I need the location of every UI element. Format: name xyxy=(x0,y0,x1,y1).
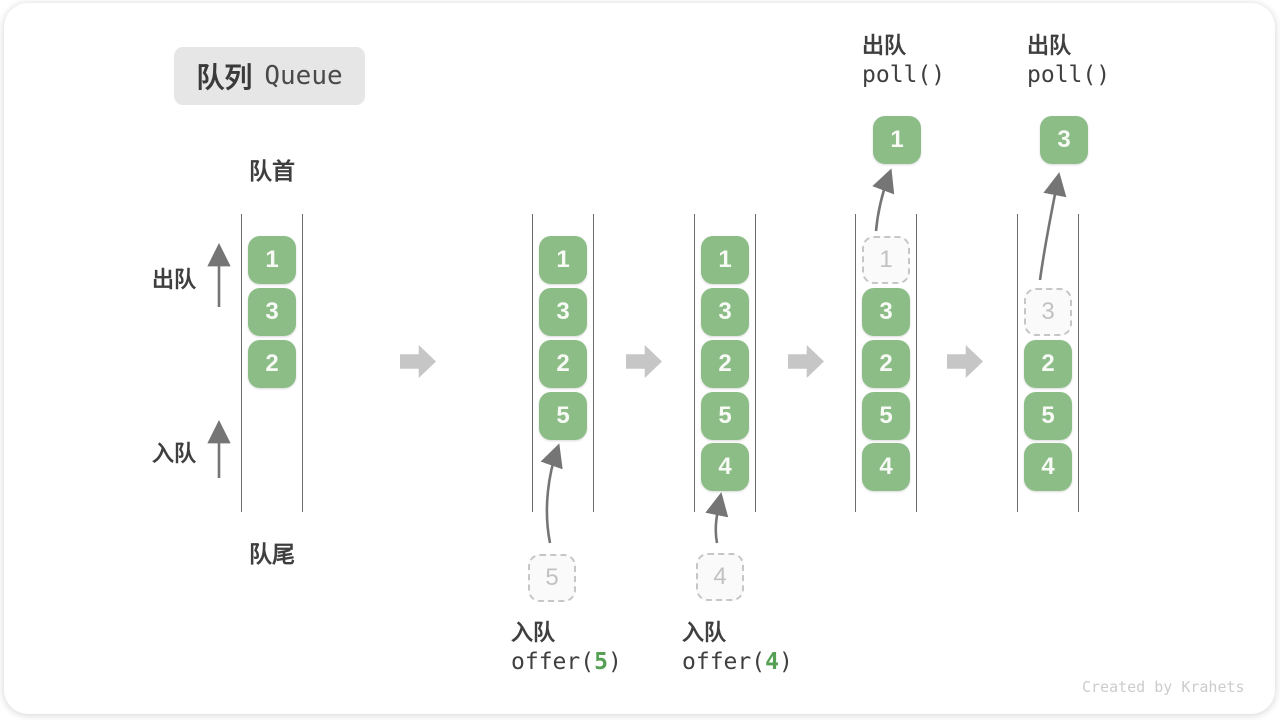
queue-cell: 2 xyxy=(862,340,910,388)
diagram-card: 队列 Queue 队首 队尾 出队 入队 1 3 2 1 3 2 5 xyxy=(4,3,1275,714)
code-arg: 4 xyxy=(765,649,779,676)
queue-cell: 3 xyxy=(701,288,749,336)
queue-cell: 5 xyxy=(1024,392,1072,440)
poll-op-code: poll() xyxy=(1027,62,1111,89)
queue-cell: 5 xyxy=(701,392,749,440)
enqueue-op-zh: 入队 xyxy=(511,620,556,645)
step-arrow-icon xyxy=(788,345,824,378)
code-close: ) xyxy=(778,649,793,676)
title-en: Queue xyxy=(264,61,343,91)
queue-front-label: 队首 xyxy=(249,158,295,184)
queue-cell: 1 xyxy=(248,236,296,284)
queue-cell: 2 xyxy=(1024,340,1072,388)
step-arrow-icon xyxy=(626,345,662,378)
queue-channel-3 xyxy=(694,214,756,512)
queue-cell-removed: 3 xyxy=(1024,288,1072,336)
enqueue-op-code: offer(4) xyxy=(682,646,793,679)
queue-cell: 2 xyxy=(539,340,587,388)
queue-channel-5 xyxy=(1017,214,1079,512)
code-fn: offer( xyxy=(682,649,766,676)
queue-rear-label: 队尾 xyxy=(249,541,295,567)
queue-cell: 5 xyxy=(862,392,910,440)
poll-op-code: poll() xyxy=(862,62,946,89)
code-fn: offer( xyxy=(511,649,595,676)
queue-cell: 4 xyxy=(1024,443,1072,491)
queue-cell: 3 xyxy=(539,288,587,336)
queue-channel-1 xyxy=(241,214,303,512)
code-close: ) xyxy=(607,649,622,676)
enqueue-op-code: offer(5) xyxy=(511,646,622,679)
watermark: Created by Krahets xyxy=(1082,678,1245,696)
queue-cell: 1 xyxy=(539,236,587,284)
title-box: 队列 Queue xyxy=(174,47,365,105)
queue-cell-removed: 1 xyxy=(862,236,910,284)
polled-item: 3 xyxy=(1040,116,1088,164)
step-arrow-icon xyxy=(400,345,436,378)
queue-cell: 2 xyxy=(701,340,749,388)
poll-op-zh: 出队 xyxy=(1027,33,1072,58)
enqueue-side-label: 入队 xyxy=(152,441,197,466)
queue-cell: 4 xyxy=(701,443,749,491)
queue-cell: 5 xyxy=(539,392,587,440)
poll-op-zh: 出队 xyxy=(862,33,907,58)
queue-channel-4 xyxy=(855,214,917,512)
queue-cell: 4 xyxy=(862,443,910,491)
enqueue-op-label: 入队 offer(4) xyxy=(682,620,793,679)
queue-channel-2 xyxy=(532,214,594,512)
step-arrow-icon xyxy=(947,345,983,378)
queue-cell: 3 xyxy=(862,288,910,336)
polled-item: 1 xyxy=(873,116,921,164)
dequeue-side-label: 出队 xyxy=(152,267,197,292)
queue-cell: 3 xyxy=(248,288,296,336)
poll-op-label: 出队 poll() xyxy=(862,33,945,92)
poll-op-label: 出队 poll() xyxy=(1027,33,1110,92)
pending-item: 4 xyxy=(696,553,744,601)
enqueue-op-zh: 入队 xyxy=(682,620,727,645)
queue-cell: 1 xyxy=(701,236,749,284)
enqueue-op-label: 入队 offer(5) xyxy=(511,620,622,679)
title-zh: 队列 xyxy=(196,62,253,93)
code-arg: 5 xyxy=(594,649,608,676)
pending-item: 5 xyxy=(528,554,576,602)
queue-cell: 2 xyxy=(248,340,296,388)
